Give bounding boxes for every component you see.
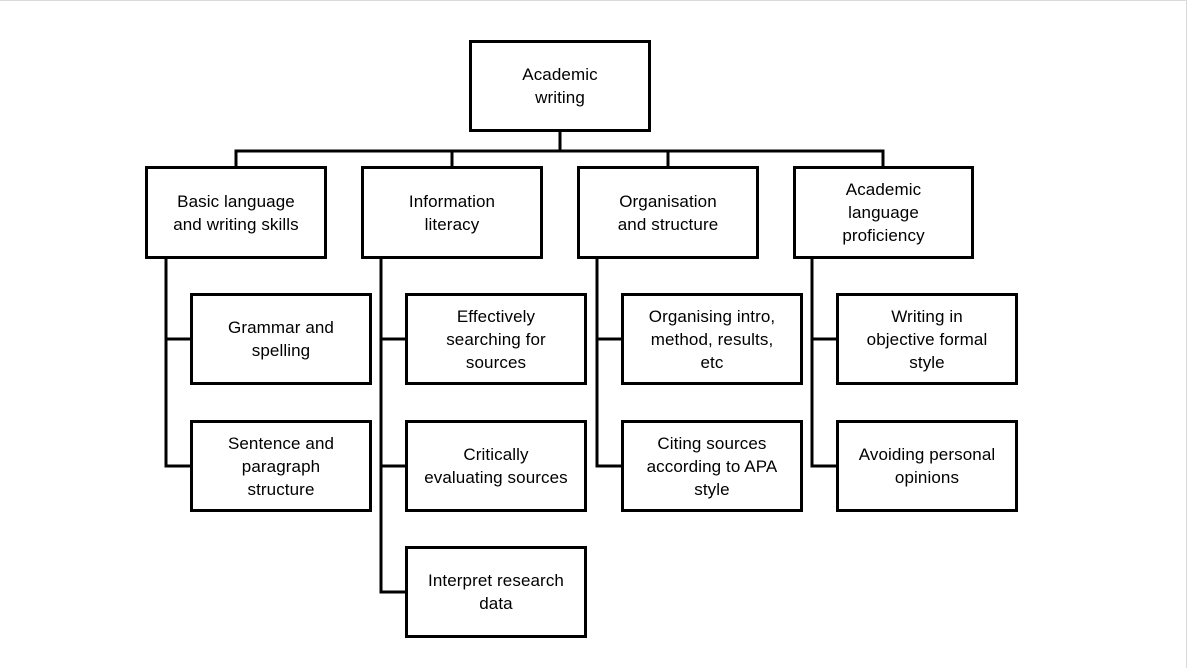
category-node-label: Organisation and structure bbox=[617, 191, 719, 234]
item-node-label: Citing sources according to APA style bbox=[646, 433, 778, 499]
category-node-label: Academic language proficiency bbox=[842, 180, 925, 245]
item-node-avoiding-opinions: Avoiding personal opinions bbox=[836, 420, 1018, 512]
item-node-organising-intro: Organising intro, method, results, etc bbox=[621, 293, 803, 385]
item-node-label: Critically evaluating sources bbox=[424, 445, 568, 487]
category-node-academic-language: Academic language proficiency bbox=[793, 166, 974, 259]
item-node-label: Sentence and paragraph structure bbox=[227, 433, 335, 499]
item-node-label: Grammar and spelling bbox=[228, 318, 334, 360]
category-node-label: Basic language and writing skills bbox=[173, 191, 299, 234]
item-node-label: Organising intro, method, results, etc bbox=[648, 306, 776, 372]
item-node-label: Effectively searching for sources bbox=[446, 306, 546, 372]
root-node-academic-writing: Academic writing bbox=[469, 40, 651, 132]
category-node-label: Information literacy bbox=[408, 191, 496, 234]
item-node-searching-sources: Effectively searching for sources bbox=[405, 293, 587, 385]
item-node-label: Interpret research data bbox=[428, 571, 564, 613]
item-node-grammar-spelling: Grammar and spelling bbox=[190, 293, 372, 385]
item-node-evaluating-sources: Critically evaluating sources bbox=[405, 420, 587, 512]
item-node-sentence-paragraph: Sentence and paragraph structure bbox=[190, 420, 372, 512]
item-node-label: Avoiding personal opinions bbox=[858, 445, 996, 487]
category-node-organisation-structure: Organisation and structure bbox=[577, 166, 759, 259]
category-node-information-literacy: Information literacy bbox=[361, 166, 543, 259]
item-node-label: Writing in objective formal style bbox=[866, 306, 988, 372]
item-node-formal-style: Writing in objective formal style bbox=[836, 293, 1018, 385]
item-node-research-data: Interpret research data bbox=[405, 546, 587, 638]
item-node-citing-apa: Citing sources according to APA style bbox=[621, 420, 803, 512]
root-node-label: Academic writing bbox=[522, 65, 598, 107]
category-node-basic-language: Basic language and writing skills bbox=[145, 166, 327, 259]
